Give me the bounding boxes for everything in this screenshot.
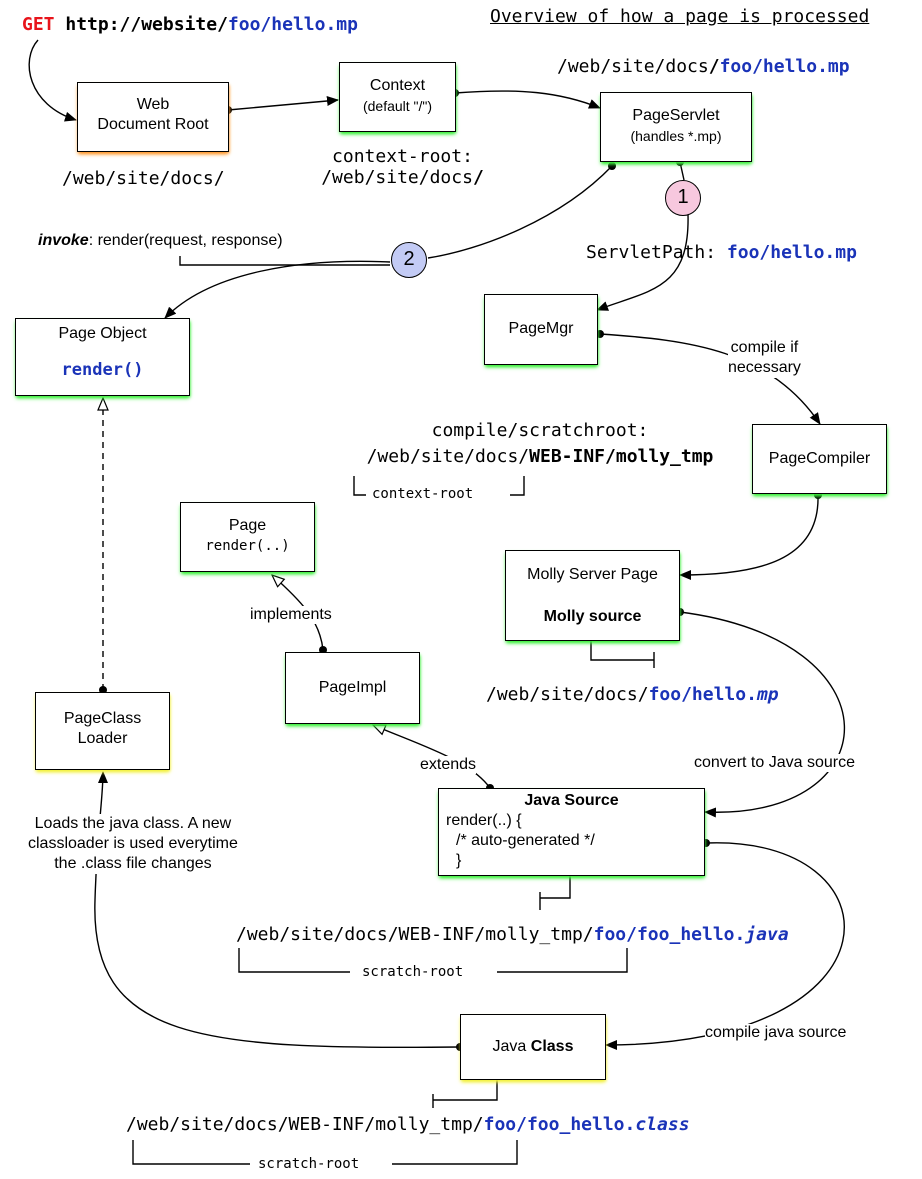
wire-step1-to-pagemgr — [596, 213, 689, 311]
diagram-title: Overview of how a page is processed — [490, 6, 870, 27]
page-servlet-handles: (handles *.mp) — [630, 128, 722, 144]
page-servlet-title: PageServlet — [632, 107, 720, 124]
extends-label: extends — [420, 756, 477, 774]
scratch-root-label-1: scratch-root — [362, 964, 464, 980]
class-file-path: /web/site/docs/WEB-INF/molly_tmp/foo/foo… — [126, 1114, 690, 1135]
wire-pagemgr-to-compiler — [599, 333, 821, 425]
page-interface-render: render(..) — [205, 538, 290, 554]
java-file-path: /web/site/docs/WEB-INF/molly_tmp/foo/foo… — [236, 924, 789, 945]
context-root-slash: / — [472, 167, 484, 188]
java-class-box: Java Class — [460, 1014, 606, 1080]
web-document-root-box: Web Document Root — [77, 82, 229, 152]
context-box: Context (default "/") — [339, 62, 456, 132]
scratch-root-brace-2 — [132, 1140, 518, 1165]
convert-to-java-label: convert to Java source — [694, 754, 855, 772]
step-1-badge: 1 — [665, 180, 701, 216]
step-2-badge: 2 — [391, 242, 427, 278]
page-interface-box: Page render(..) — [180, 502, 315, 572]
page-compiler-box: PageCompiler — [752, 424, 887, 494]
wire-javasource-extends — [373, 724, 491, 789]
context-root-label: context-root: — [332, 146, 473, 167]
context-title: Context — [369, 77, 426, 94]
servlet-file: foo/hello.mp — [719, 56, 850, 77]
page-class-loader-box: PageClass Loader — [35, 692, 170, 770]
invoke-label: invoke: render(request, response) — [38, 232, 283, 249]
http-method: GET — [22, 14, 55, 35]
context-root-brace — [353, 476, 525, 496]
servlet-file-path: /web/site/docs/foo/hello.mp — [557, 56, 850, 77]
java-source-title: Java Source — [524, 792, 619, 809]
scratchroot-bold: WEB-INF/molly_tmp — [529, 446, 714, 467]
page-impl-box: PageImpl — [285, 652, 420, 724]
compile-java-source-label: compile java source — [705, 1024, 847, 1042]
wire-servlet-to-step2 — [427, 165, 613, 259]
molly-server-page-box: Molly Server Page Molly source — [505, 550, 680, 641]
wire-molly-to-javasource — [679, 611, 846, 818]
scratch-root-brace-1 — [238, 948, 628, 973]
wire-compiler-to-molly — [679, 494, 819, 580]
wire-molly-path — [590, 640, 655, 668]
wire-docroot-to-context — [227, 96, 339, 111]
page-object-title: Page Object — [58, 325, 147, 342]
java-source-box: Java Source render(..) { /* auto-generat… — [438, 788, 705, 876]
scratch-root-label-2: scratch-root — [258, 1156, 360, 1172]
wire-invoke-bracket — [179, 256, 390, 266]
request-path: foo/hello.mp — [227, 14, 358, 35]
implements-label: implements — [250, 606, 332, 624]
compile-if-necessary-label: compile if necessary — [728, 338, 801, 378]
page-object-box: Page Object render() — [15, 318, 190, 396]
servlet-path-annotation: ServletPath: foo/hello.mp — [586, 242, 857, 263]
loads-java-class-label: Loads the java class. A new classloader … — [28, 814, 238, 874]
wire-class-path — [432, 1080, 498, 1108]
wire-get-to-docroot — [28, 39, 77, 122]
page-mgr-box: PageMgr — [484, 294, 598, 365]
request-host: http://website/ — [65, 14, 228, 35]
context-root-annotation: context-root: /web/site/docs/ — [310, 146, 495, 188]
page-object-render: render() — [61, 360, 144, 380]
molly-title: Molly Server Page — [527, 566, 658, 583]
context-root-brace-label: context-root — [372, 486, 474, 502]
servlet-path-value: foo/hello.mp — [726, 242, 857, 263]
molly-source: Molly source — [543, 608, 642, 625]
context-default: (default "/") — [362, 98, 433, 114]
wire-context-to-servlet — [454, 90, 601, 109]
molly-file-path: /web/site/docs/foo/hello.mp — [486, 684, 779, 705]
wire-javasource-path — [539, 876, 571, 910]
request-line: GET http://website/foo/hello.mp — [22, 14, 358, 35]
page-servlet-box: PageServlet (handles *.mp) — [600, 92, 752, 162]
page-interface-title: Page — [228, 517, 267, 534]
context-root-value: /web/site/docs — [321, 167, 473, 188]
scratchroot-label: compile/scratchroot: — [431, 420, 649, 441]
doc-root-path: /web/site/docs/ — [62, 168, 225, 189]
scratchroot-annotation: compile/scratchroot: /web/site/docs/WEB-… — [340, 418, 740, 470]
wire-step2-to-pageobject — [164, 260, 391, 319]
